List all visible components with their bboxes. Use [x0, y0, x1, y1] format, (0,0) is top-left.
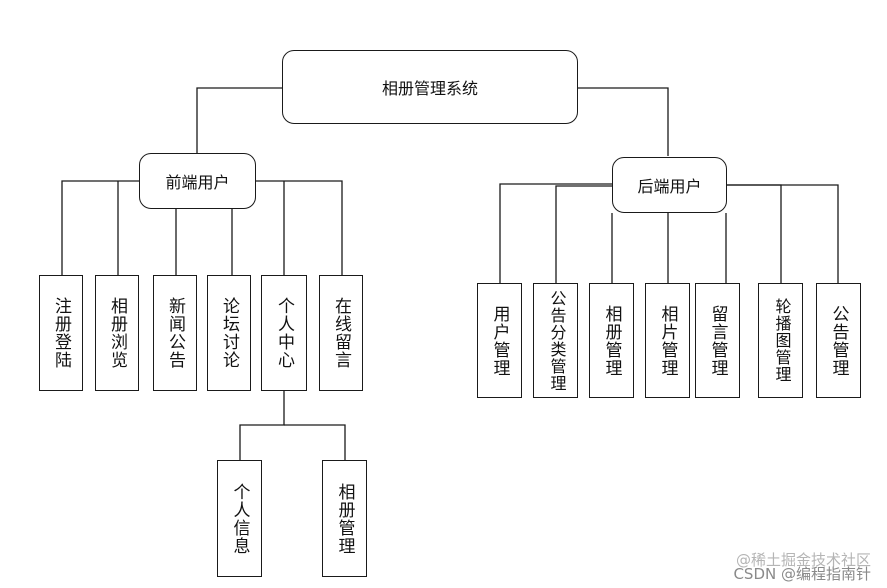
root-label: 相册管理系统 — [381, 79, 478, 98]
leaf-label: 用户管理 — [489, 304, 510, 377]
backend-leaf-photo-manage: 相片管理 — [645, 283, 690, 398]
leaf-label: 相片管理 — [657, 304, 678, 377]
frontend-leaf-news: 新闻公告 — [153, 275, 197, 391]
leaf-label: 留言管理 — [707, 304, 728, 377]
frontend-node: 前端用户 — [139, 153, 256, 209]
leaf-label: 轮播图管理 — [772, 298, 792, 383]
frontend-leaf-forum: 论坛讨论 — [207, 275, 251, 391]
frontend-leaf-message: 在线留言 — [319, 275, 363, 391]
leaf-label: 个人中心 — [274, 297, 294, 369]
frontend-leaf-album-browse: 相册浏览 — [95, 275, 139, 391]
leaf-label: 相册浏览 — [107, 297, 127, 369]
leaf-label: 在线留言 — [331, 297, 351, 369]
leaf-label: 注册登陆 — [51, 297, 71, 369]
leaf-label: 公告管理 — [828, 304, 849, 377]
backend-leaf-user-manage: 用户管理 — [477, 283, 522, 398]
leaf-label: 相册管理 — [334, 482, 355, 555]
frontend-leaf-personal-center: 个人中心 — [261, 275, 307, 391]
personal-album-manage-node: 相册管理 — [322, 460, 367, 577]
leaf-label: 论坛讨论 — [219, 297, 239, 369]
personal-info-node: 个人信息 — [217, 460, 262, 577]
watermark-juejin: @稀土掘金技术社区 — [735, 551, 871, 569]
backend-leaf-notice-manage: 公告管理 — [816, 283, 861, 398]
frontend-label: 前端用户 — [165, 173, 230, 192]
leaf-label: 新闻公告 — [165, 297, 185, 369]
root-node: 相册管理系统 — [282, 50, 578, 124]
leaf-label: 公告分类管理 — [547, 289, 567, 392]
backend-node: 后端用户 — [612, 157, 727, 213]
backend-label: 后端用户 — [637, 177, 702, 196]
backend-leaf-notice-category: 公告分类管理 — [533, 283, 578, 398]
leaf-label: 个人信息 — [229, 482, 250, 555]
leaf-label: 相册管理 — [601, 304, 622, 377]
watermark-csdn: CSDN @编程指南针 — [733, 565, 871, 583]
backend-leaf-album-manage: 相册管理 — [589, 283, 634, 398]
frontend-leaf-register: 注册登陆 — [39, 275, 83, 391]
backend-leaf-carousel-manage: 轮播图管理 — [758, 283, 803, 398]
backend-leaf-message-manage: 留言管理 — [695, 283, 740, 398]
